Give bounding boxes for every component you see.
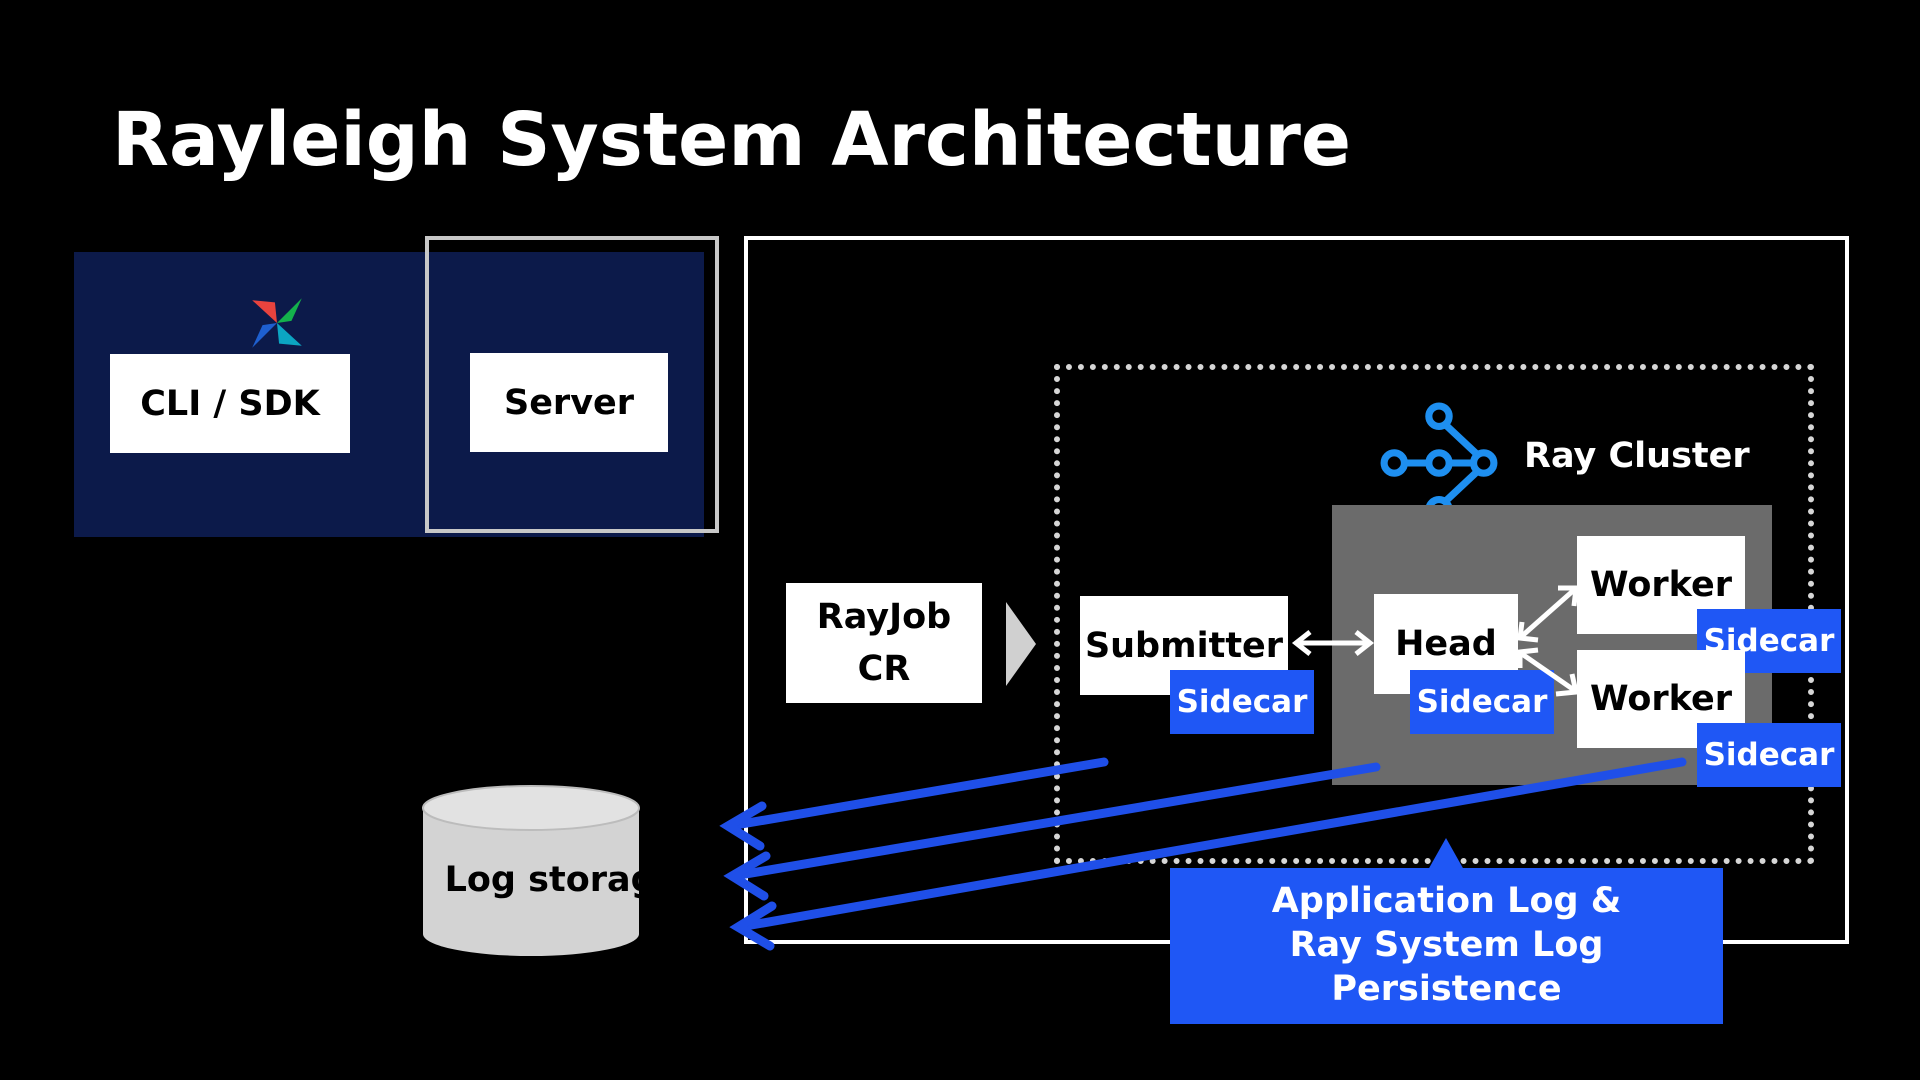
log-storage-label: Log storage xyxy=(444,860,680,900)
banner-line2: Ray System Log Persistence xyxy=(1289,925,1604,1009)
log-storage-cylinder xyxy=(422,785,640,956)
rayjob-line1: RayJob xyxy=(816,596,952,637)
airflow-pinwheel-icon xyxy=(252,298,302,348)
rayjob-cr-box: RayJob CR xyxy=(786,583,982,703)
server-frame xyxy=(425,236,719,533)
rayjob-line2: CR xyxy=(857,649,911,689)
cli-sdk-box: CLI / SDK xyxy=(110,354,350,453)
ray-cluster-label: Ray Cluster xyxy=(1524,436,1750,476)
worker2-sidecar: Sidecar xyxy=(1697,723,1841,787)
page-title: Rayleigh System Architecture xyxy=(112,97,1352,183)
submitter-sidecar: Sidecar xyxy=(1170,670,1314,734)
server-box: Server xyxy=(470,353,668,452)
banner-line1: Application Log & xyxy=(1271,881,1622,922)
head-sidecar: Sidecar xyxy=(1410,670,1554,734)
log-persistence-banner: Application Log & Ray System Log Persist… xyxy=(1170,868,1723,1024)
